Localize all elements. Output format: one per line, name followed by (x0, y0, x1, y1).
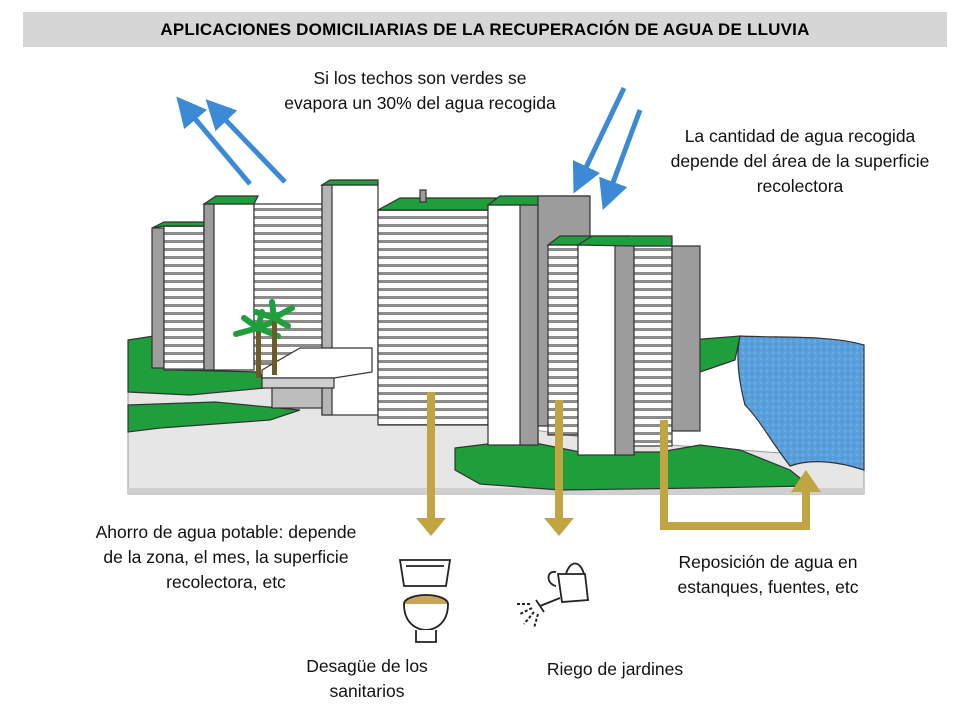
title-bar: APLICACIONES DOMICILIARIAS DE LA RECUPER… (23, 12, 947, 47)
arrow-up-left-icon (205, 99, 287, 184)
arrow-up-left-icon (176, 96, 252, 186)
watering-can-icon (516, 562, 590, 629)
page-title: APLICACIONES DOMICILIARIAS DE LA RECUPER… (160, 19, 810, 39)
caption-pond-replenishment: Reposición de agua en estanques, fuentes… (677, 552, 859, 597)
palm-tree-icon (233, 299, 295, 378)
caption-toilet-flush: Desagüe de los sanitarios (306, 656, 428, 701)
toilet-icon (398, 559, 452, 643)
distribution-pipes (416, 392, 821, 536)
caption-garden-irrigation: Riego de jardines (546, 659, 684, 679)
caption-green-roofs: Si los techos son verdes se evapora un 3… (284, 68, 556, 113)
building-complex-icon (151, 179, 701, 456)
caption-potable-savings: Ahorro de agua potable: depende de la zo… (95, 522, 357, 592)
caption-collection-area: La cantidad de agua recogida depende del… (670, 126, 930, 196)
arrow-down-left-icon (599, 109, 643, 211)
arrow-down-left-icon (572, 86, 627, 194)
pond (737, 335, 865, 471)
rainfall-arrows (572, 86, 643, 211)
evaporation-arrows (176, 96, 287, 186)
